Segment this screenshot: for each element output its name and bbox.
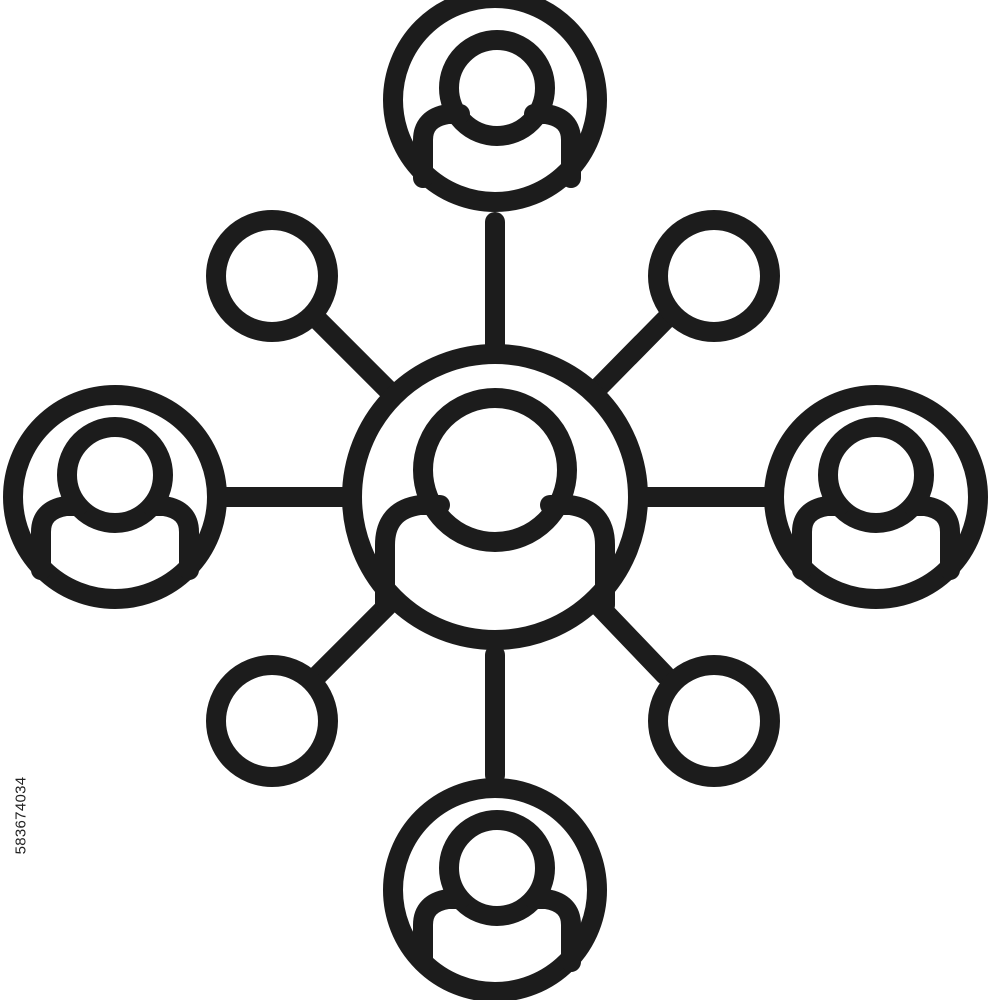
satellite-nodes xyxy=(206,210,780,787)
center-hub xyxy=(342,344,648,650)
node-top-left xyxy=(206,210,338,342)
center-person-icon xyxy=(375,388,615,615)
node-top-right xyxy=(648,210,780,342)
node-bottom-right xyxy=(648,655,780,787)
person-icon xyxy=(792,417,960,580)
person-node-left xyxy=(3,385,227,609)
stock-id-text: 583674034 xyxy=(12,776,30,854)
person-node-right xyxy=(764,385,988,609)
person-node-bottom xyxy=(383,778,607,1000)
center-hub-ring xyxy=(342,344,648,650)
connector-top-left xyxy=(308,310,398,400)
person-icon xyxy=(413,30,581,188)
connectors xyxy=(212,212,780,785)
node-bottom-left xyxy=(206,655,338,787)
person-icon xyxy=(413,810,581,972)
stock-id-label: 583674034 xyxy=(6,760,36,870)
connector-top-right xyxy=(588,310,675,398)
person-node-top xyxy=(383,0,607,212)
connector-bottom-right xyxy=(588,595,675,685)
person-icon xyxy=(31,417,199,580)
connector-bottom-left xyxy=(308,595,398,685)
